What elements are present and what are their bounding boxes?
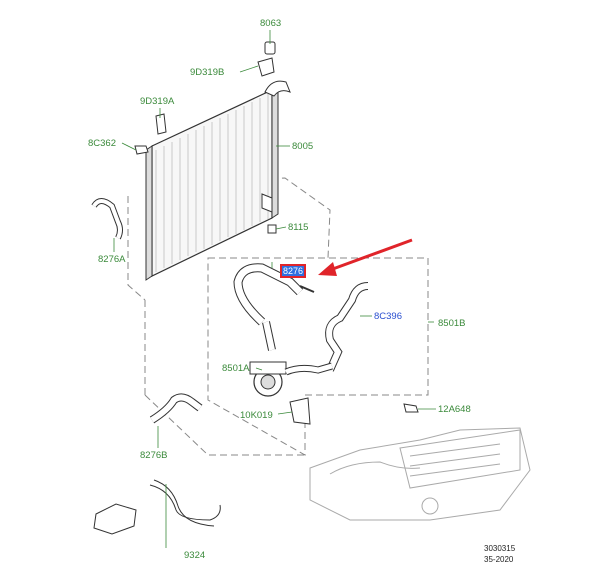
drawing-date: 35-2020 (484, 555, 514, 564)
label-8115: 8115 (288, 222, 309, 233)
label-8005: 8005 (292, 141, 314, 152)
label-9d319b: 9D319B (190, 67, 225, 78)
harness-9324 (93, 479, 221, 535)
engine-outline (309, 427, 531, 521)
small-parts (134, 41, 277, 234)
label-9324: 9324 (184, 550, 206, 561)
label-8c362: 8C362 (88, 138, 116, 149)
label-8501a: 8501A (222, 363, 250, 374)
label-8c396[interactable]: 8C396 (374, 311, 402, 322)
label-8276-selected[interactable]: 8276 (280, 264, 307, 278)
hose-8c396 (325, 282, 369, 372)
sensor-12a648 (403, 403, 419, 413)
label-10k019: 10K019 (240, 410, 273, 421)
coolant-pump (249, 321, 333, 425)
hose-8276 (233, 263, 315, 326)
label-8276a: 8276A (98, 254, 126, 265)
highlight-arrow (318, 238, 413, 276)
label-8276b: 8276B (140, 450, 168, 461)
leader-lines (113, 30, 436, 548)
hose-8276b (149, 393, 203, 424)
drawing-code: 3030315 (484, 544, 516, 553)
radiator (145, 80, 291, 281)
label-9d319a: 9D319A (140, 96, 175, 107)
label-8501b: 8501B (438, 318, 466, 329)
label-8063: 8063 (260, 18, 282, 29)
label-12a648: 12A648 (438, 404, 471, 415)
